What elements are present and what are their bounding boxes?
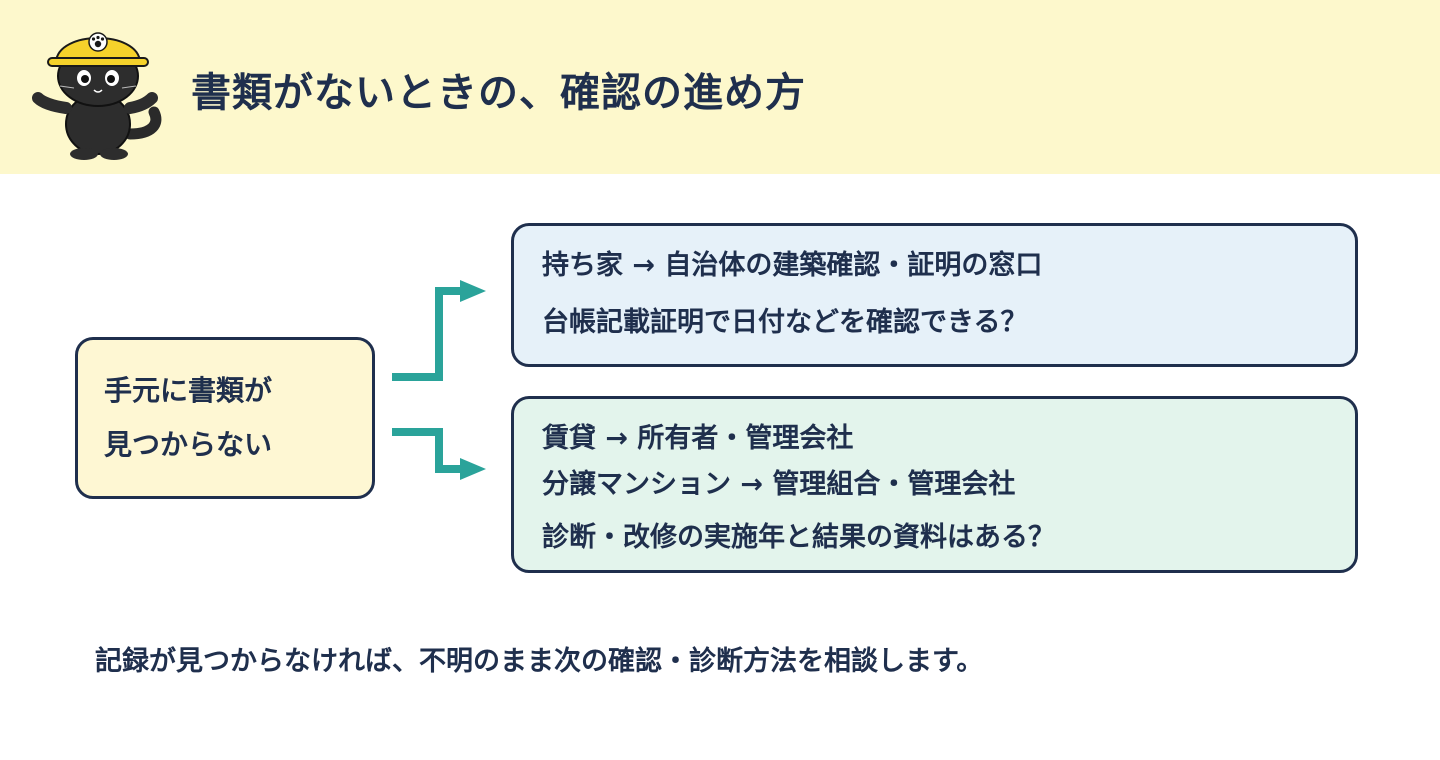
- rental-condo-line-2: 分譲マンション → 管理組合・管理会社: [542, 469, 1016, 500]
- page-title: 書類がないときの、確認の進め方: [191, 70, 806, 116]
- start-box-line-2: 見つからない: [104, 428, 273, 461]
- rental-condo-line-3: 診断・改修の実施年と結果の資料はある？: [542, 522, 1055, 553]
- owned-home-line-2: 台帳記載証明で日付などを確認できる？: [542, 307, 1028, 338]
- owned-home-line-1: 持ち家 → 自治体の建築確認・証明の窓口: [542, 250, 1043, 281]
- rental-condo-box: [511, 396, 1358, 573]
- footer-note: 記録が見つからなければ、不明のまま次の確認・診断方法を相談します。: [95, 646, 984, 677]
- start-box: [75, 337, 375, 499]
- start-box-line-1: 手元に書類が: [104, 374, 273, 407]
- arrow-to-owned-home: [392, 280, 486, 381]
- owned-home-box: [511, 223, 1358, 367]
- arrow-to-rental-condo: [392, 428, 486, 480]
- cat-mascot-icon: [32, 32, 162, 160]
- rental-condo-line-1: 賃貸 → 所有者・管理会社: [542, 423, 854, 454]
- header-banner: 書類がないときの、確認の進め方: [0, 0, 1440, 174]
